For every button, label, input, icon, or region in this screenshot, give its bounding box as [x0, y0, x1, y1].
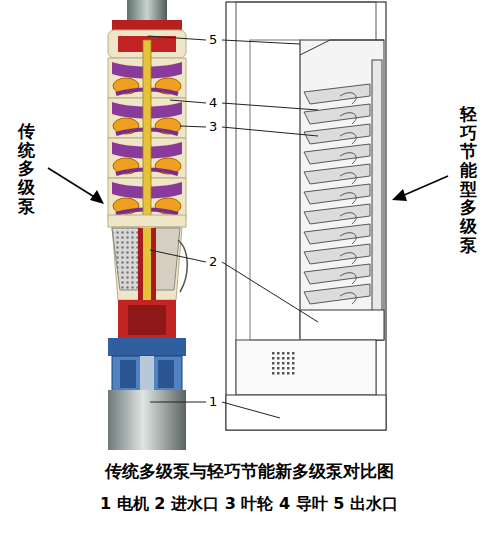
callout-number: 3: [208, 120, 218, 134]
callout-number: 2: [208, 255, 218, 269]
legend-line: 1 电机 2 进水口 3 叶轮 4 导叶 5 出水口: [100, 494, 398, 515]
callout-number: 5: [208, 33, 218, 47]
caption: 传统多级泵与轻巧节能新多级泵对比图: [105, 460, 394, 483]
vertical-label: 传统多级泵: [18, 122, 35, 215]
callout-number: 4: [208, 96, 218, 110]
vertical-label: 轻巧节能型多级泵: [460, 105, 477, 255]
callout-number: 1: [208, 395, 218, 409]
